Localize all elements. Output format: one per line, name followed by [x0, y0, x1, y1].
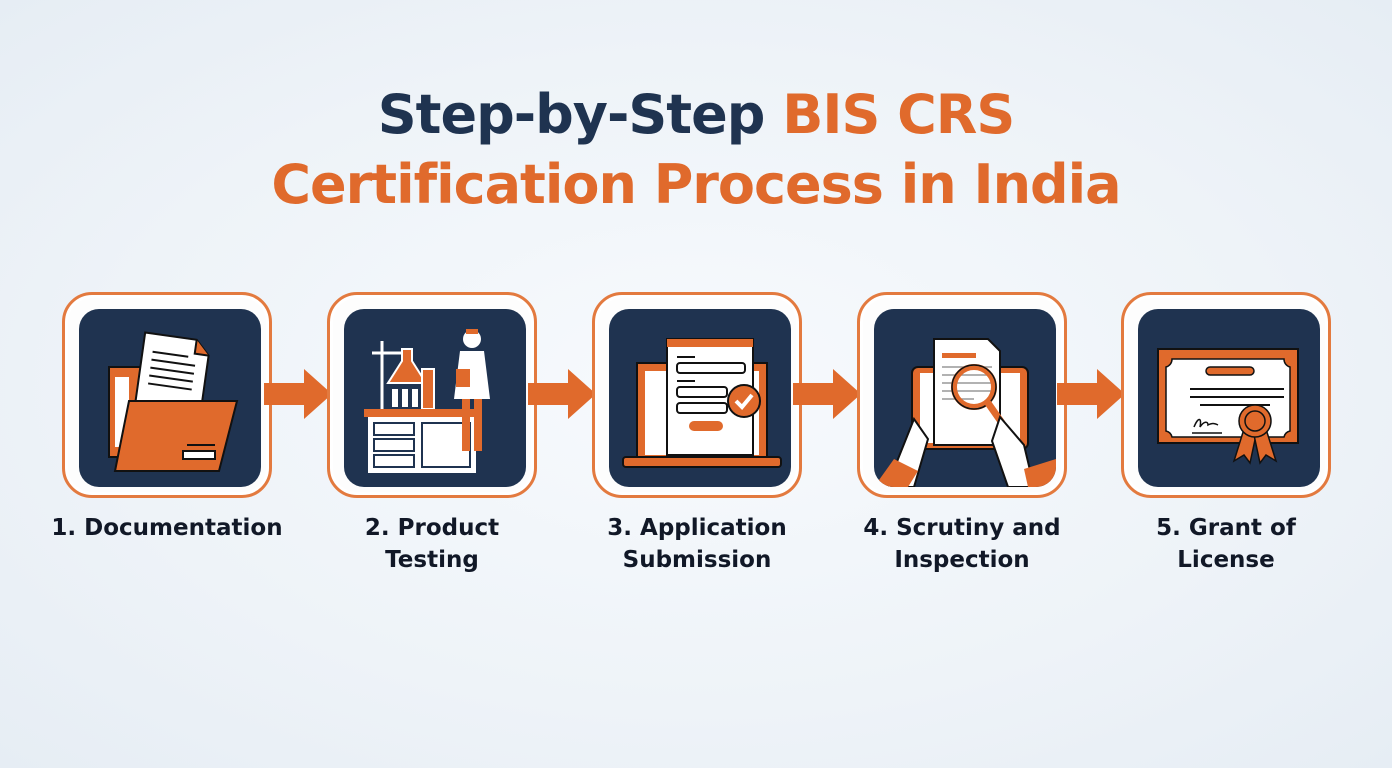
step-2-product-testing	[327, 292, 537, 498]
step-3-application-submission	[592, 292, 802, 498]
title-line-2: Certification Process in India	[271, 153, 1121, 216]
page-title: Step-by-Step BIS CRS Certification Proce…	[0, 80, 1392, 220]
lab-scientist-icon	[344, 309, 526, 487]
step-1-label: 1. Documentation	[51, 515, 283, 541]
tablet-magnifier-inspection-icon	[874, 309, 1056, 487]
folder-documents-icon	[79, 309, 261, 487]
laptop-form-check-icon	[609, 309, 791, 487]
arrow-right-icon	[793, 369, 863, 419]
step-3-label: 3. Application Submission	[607, 515, 787, 573]
step-4-label: 4. Scrutiny and Inspection	[863, 515, 1061, 573]
step-frame	[592, 292, 802, 498]
step-frame	[857, 292, 1067, 498]
arrow-right-icon	[1057, 369, 1127, 419]
step-4-scrutiny-inspection	[857, 292, 1067, 498]
step-1-documentation	[62, 292, 272, 498]
arrow-right-icon	[528, 369, 598, 419]
title-dark-part: Step-by-Step	[377, 83, 783, 146]
step-5-label: 5. Grant of License	[1156, 515, 1296, 573]
step-frame	[62, 292, 272, 498]
arrow-right-icon	[264, 369, 334, 419]
step-frame	[327, 292, 537, 498]
certificate-ribbon-icon	[1138, 309, 1320, 487]
step-frame	[1121, 292, 1331, 498]
step-2-label: 2. Product Testing	[364, 515, 500, 573]
title-orange-part: BIS CRS	[782, 83, 1015, 146]
step-5-grant-of-license	[1121, 292, 1331, 498]
